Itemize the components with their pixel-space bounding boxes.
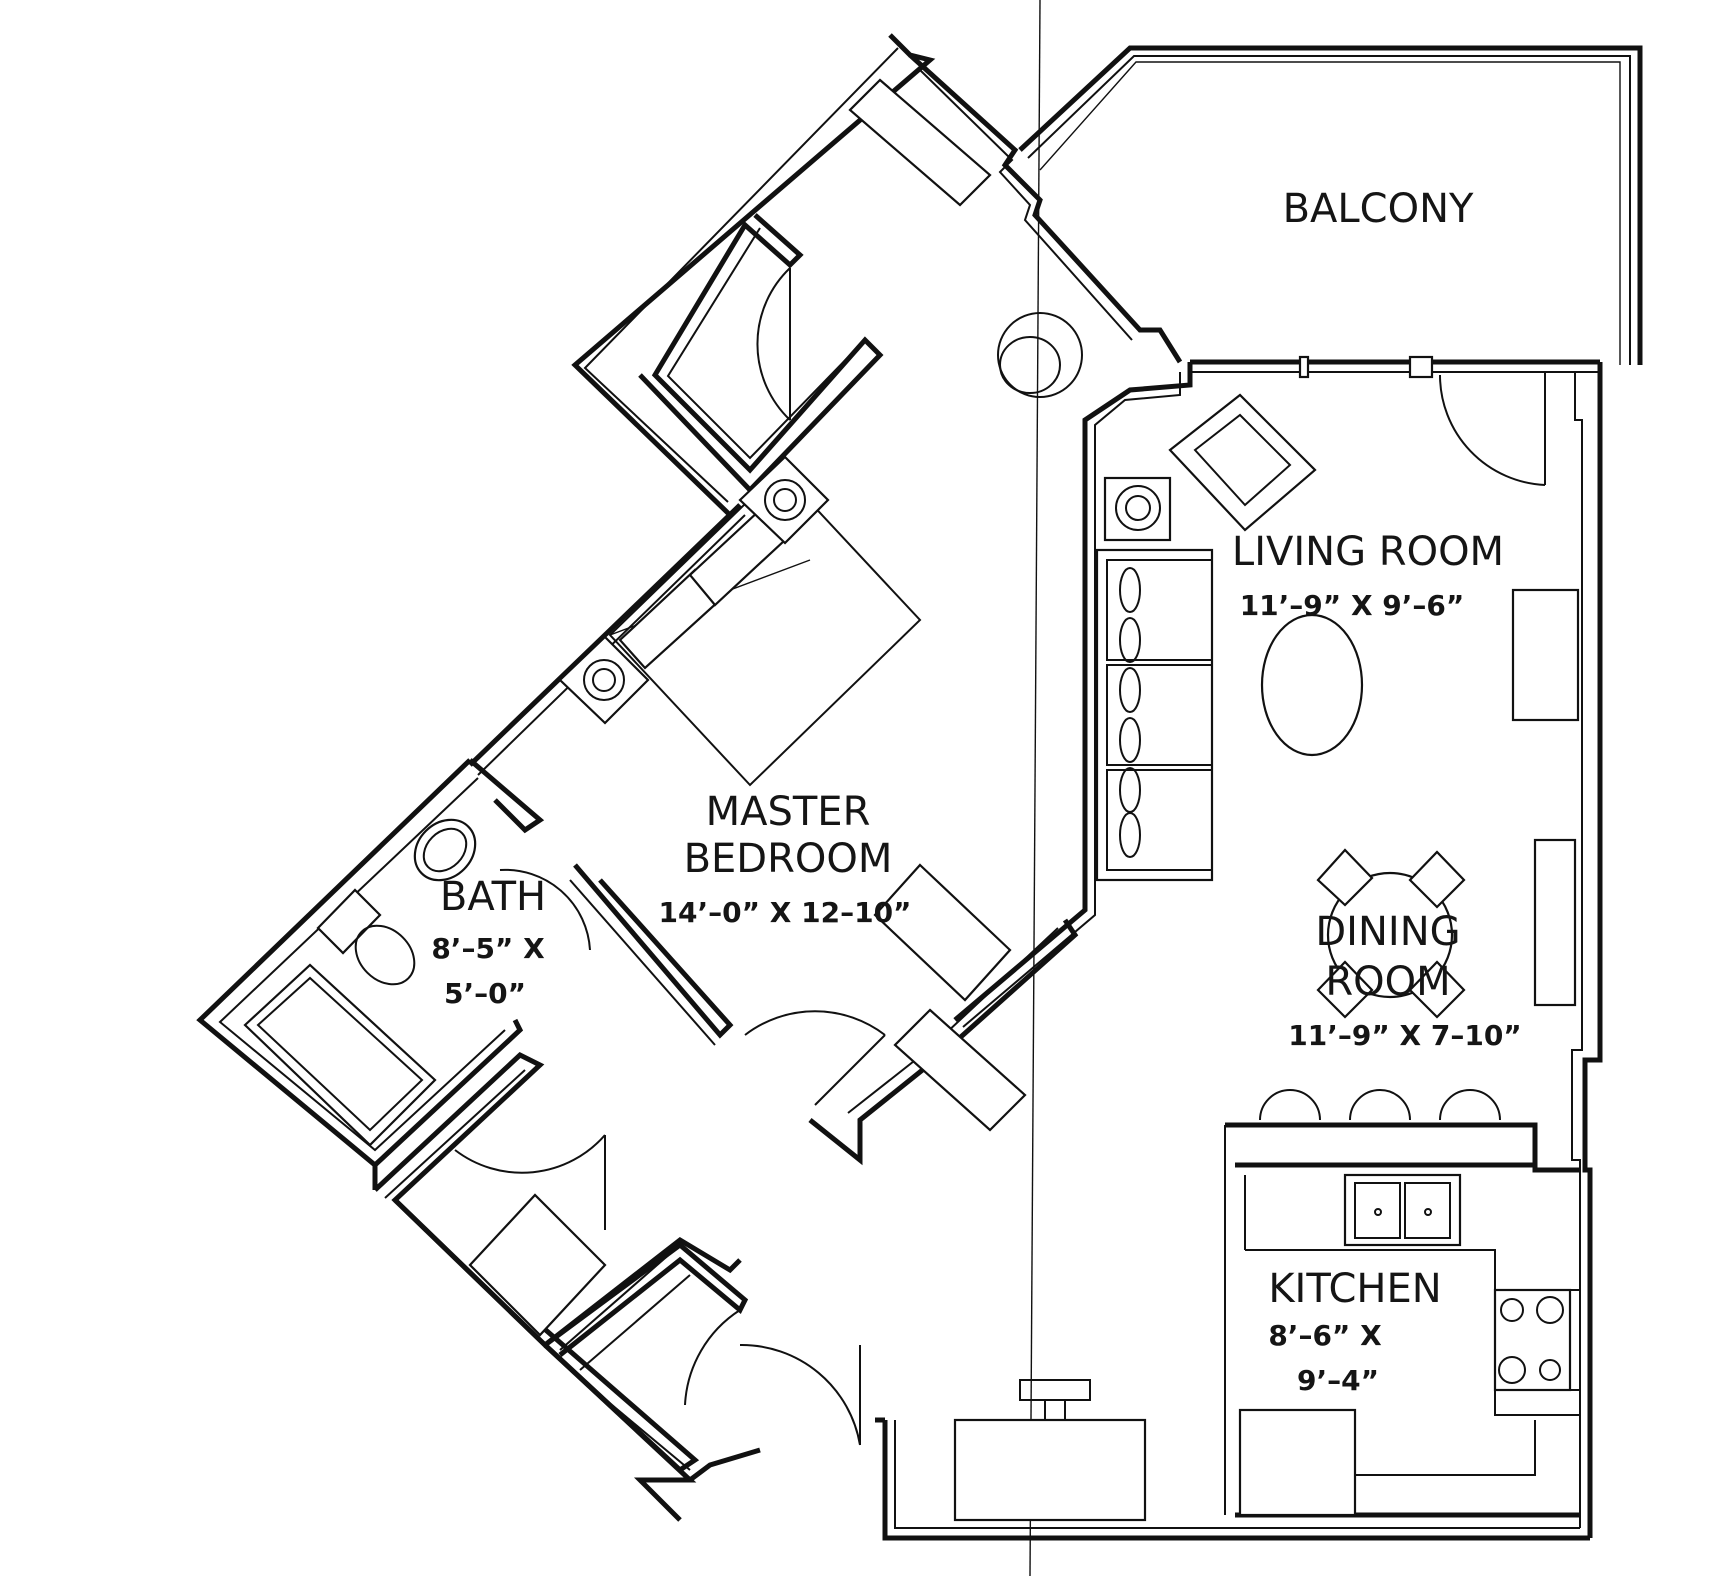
armchair xyxy=(1168,393,1317,532)
dining-room-label-line1: DINING xyxy=(1315,909,1460,955)
linen-shelf xyxy=(468,1193,607,1337)
bath-dimensions-line2: 5’–0” xyxy=(444,977,526,1010)
door-swings xyxy=(454,267,1546,1446)
kitchen-stove xyxy=(1493,1288,1572,1392)
stool-2 xyxy=(1349,1089,1411,1121)
stool-1 xyxy=(1259,1089,1321,1121)
bath-sink xyxy=(413,818,477,882)
living-room-dimensions: 11’–9” X 9’–6” xyxy=(1240,589,1465,622)
bathtub xyxy=(243,963,437,1147)
master-bedroom-label-line1: MASTER xyxy=(706,789,871,835)
sofa xyxy=(1095,548,1214,882)
furniture xyxy=(243,78,1580,1522)
bedroom-wing-walls xyxy=(196,33,1183,1522)
dining-room-dimensions: 11’–9” X 7–10” xyxy=(1288,1019,1521,1052)
balcony-label: BALCONY xyxy=(1283,186,1474,232)
refrigerator xyxy=(1238,1408,1357,1517)
dining-set xyxy=(1316,848,1466,1019)
sideboard xyxy=(1533,838,1577,1007)
living-room-label: LIVING ROOM xyxy=(1232,529,1504,575)
media-console xyxy=(1511,588,1580,722)
toilet xyxy=(316,888,416,986)
master-bedroom-dimensions: 14’–0” X 12–10” xyxy=(659,896,912,929)
scan-line xyxy=(1029,0,1041,1576)
nightstand-left xyxy=(558,635,650,725)
entry-table xyxy=(953,1379,1147,1522)
room-labels: BALCONY LIVING ROOM 11’–9” X 9’–6” MASTE… xyxy=(431,186,1521,1397)
stool-3 xyxy=(1439,1089,1501,1121)
kitchen-sink xyxy=(1343,1173,1462,1247)
master-bedroom-label-line2: BEDROOM xyxy=(684,836,893,882)
nightstand-right xyxy=(738,455,830,545)
bath-dimensions-line1: 8’–5” X xyxy=(431,932,545,965)
balcony-area xyxy=(1018,45,1643,365)
living-block-walls xyxy=(808,355,1603,1541)
bath-label: BATH xyxy=(440,874,546,920)
kitchen-label: KITCHEN xyxy=(1268,1266,1441,1312)
entry-cabinet xyxy=(893,1008,1027,1132)
kitchen-dimensions-line2: 9’–4” xyxy=(1297,1364,1379,1397)
bedroom-chair xyxy=(997,312,1083,398)
dining-room-label-line2: ROOM xyxy=(1325,959,1450,1005)
end-table xyxy=(1103,476,1172,542)
kitchen-dimensions-line1: 8’–6” X xyxy=(1268,1319,1382,1352)
coffee-table xyxy=(1260,613,1364,757)
